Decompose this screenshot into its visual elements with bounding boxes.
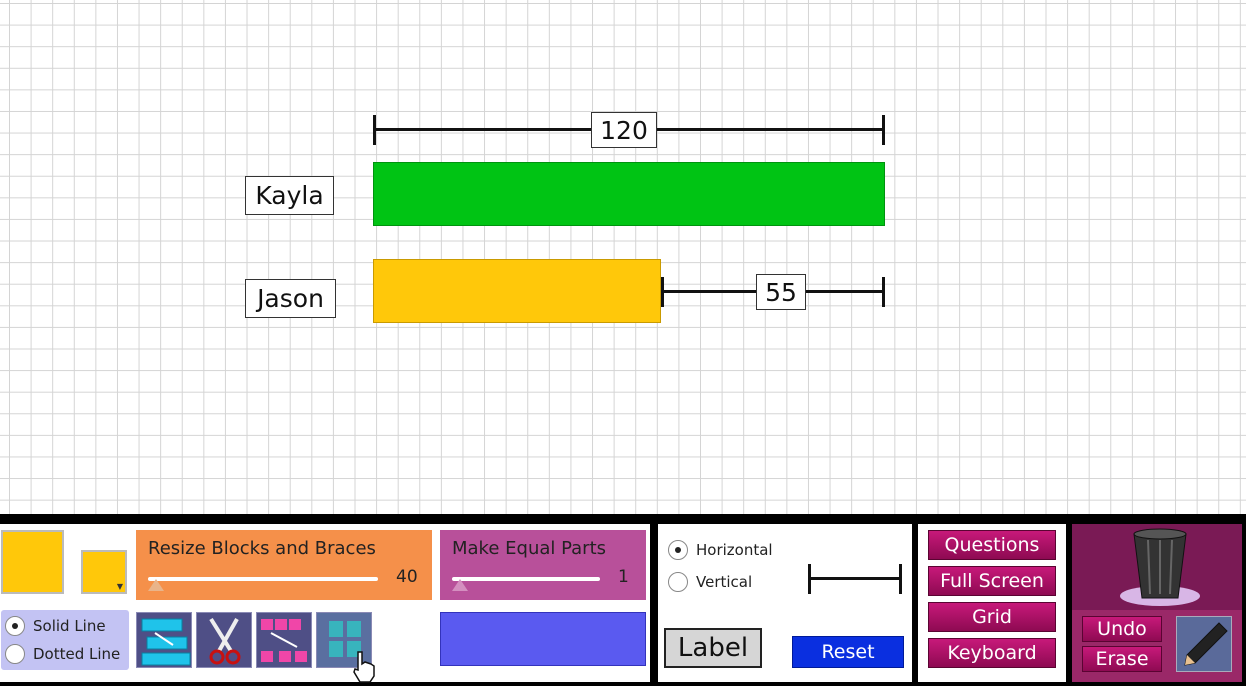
equal-parts-slider-track[interactable] — [452, 577, 600, 581]
brace-left-cap — [808, 564, 811, 594]
equal-parts-slider-thumb[interactable] — [452, 579, 468, 591]
keyboard-button[interactable]: Keyboard — [928, 638, 1056, 668]
difference-brace[interactable]: 55 — [661, 274, 885, 310]
block-tools-panel: ▼ Solid Line Dotted Line — [0, 524, 650, 683]
brace-right-cap — [882, 115, 885, 145]
grid-blocks-icon — [329, 621, 361, 657]
color-picker-swatch[interactable]: ▼ — [81, 550, 127, 594]
solid-line-label: Solid Line — [33, 617, 106, 635]
kayla-block[interactable] — [373, 162, 885, 226]
cut-block-button[interactable] — [196, 612, 252, 668]
stack-blocks-button[interactable] — [136, 612, 192, 668]
dotted-line-label: Dotted Line — [33, 645, 121, 663]
resize-slider-track[interactable] — [148, 577, 378, 581]
brace-value-label[interactable]: 55 — [756, 274, 806, 310]
grid-blocks-button[interactable] — [316, 612, 372, 668]
block-name-label[interactable]: Kayla — [245, 176, 334, 215]
trash-can-icon — [1120, 528, 1200, 606]
brace-left-cap — [661, 277, 664, 307]
stack-blocks-icon — [141, 618, 191, 666]
solid-line-option[interactable]: Solid Line — [1, 612, 129, 640]
equal-parts-slider-panel: Make Equal Parts 1 — [440, 530, 646, 600]
resize-slider-panel: Resize Blocks and Braces 40 — [136, 530, 432, 600]
reset-button[interactable]: Reset — [792, 636, 904, 668]
vertical-label: Vertical — [696, 573, 753, 591]
brace-tools-panel: Horizontal Vertical Label Reset — [658, 524, 912, 682]
equal-parts-value: 1 — [618, 567, 629, 587]
toolbar: ▼ Solid Line Dotted Line — [0, 514, 1246, 686]
scissors-icon — [209, 617, 241, 665]
solid-line-radio[interactable] — [5, 616, 25, 636]
horizontal-label: Horizontal — [696, 541, 773, 559]
brace-line — [808, 577, 902, 580]
add-brace-button[interactable] — [808, 564, 902, 594]
questions-button[interactable]: Questions — [928, 530, 1056, 560]
horizontal-radio[interactable] — [668, 540, 688, 560]
vertical-radio[interactable] — [668, 572, 688, 592]
hand-cursor-icon — [353, 651, 375, 683]
erase-button[interactable]: Erase — [1082, 646, 1162, 672]
edit-panel: Undo Erase — [1072, 524, 1242, 682]
block-name-label[interactable]: Jason — [245, 279, 336, 318]
new-block-button[interactable] — [440, 612, 646, 666]
dotted-line-option[interactable]: Dotted Line — [1, 640, 129, 668]
menu-panel: Questions Full Screen Grid Keyboard — [918, 524, 1066, 682]
pencil-button[interactable] — [1176, 616, 1232, 672]
brace-left-cap — [373, 115, 376, 145]
brace-right-cap — [899, 564, 902, 594]
resize-slider-thumb[interactable] — [148, 579, 164, 591]
full-screen-button[interactable]: Full Screen — [928, 566, 1056, 596]
split-blocks-button[interactable] — [256, 612, 312, 668]
resize-value: 40 — [396, 567, 418, 587]
dotted-line-radio[interactable] — [5, 644, 25, 664]
horizontal-option[interactable]: Horizontal — [664, 536, 773, 564]
bar-model-workspace[interactable]: 120 Kayla Jason 55 — [0, 0, 1246, 514]
trash-area[interactable] — [1072, 524, 1242, 610]
vertical-option[interactable]: Vertical — [664, 568, 773, 596]
brace-right-cap — [882, 277, 885, 307]
line-style-options: Solid Line Dotted Line — [1, 610, 129, 670]
current-color-swatch[interactable] — [1, 530, 64, 594]
equal-parts-title: Make Equal Parts — [452, 538, 607, 559]
label-button[interactable]: Label — [664, 628, 762, 668]
dropdown-arrow-icon: ▼ — [116, 582, 123, 591]
jason-block[interactable] — [373, 259, 661, 323]
split-blocks-icon — [261, 619, 307, 662]
grid-button[interactable]: Grid — [928, 602, 1056, 632]
brace-value-label[interactable]: 120 — [591, 112, 657, 148]
resize-title: Resize Blocks and Braces — [148, 538, 376, 559]
undo-button[interactable]: Undo — [1082, 616, 1162, 642]
total-brace[interactable]: 120 — [373, 112, 885, 148]
pencil-icon — [1184, 622, 1228, 666]
